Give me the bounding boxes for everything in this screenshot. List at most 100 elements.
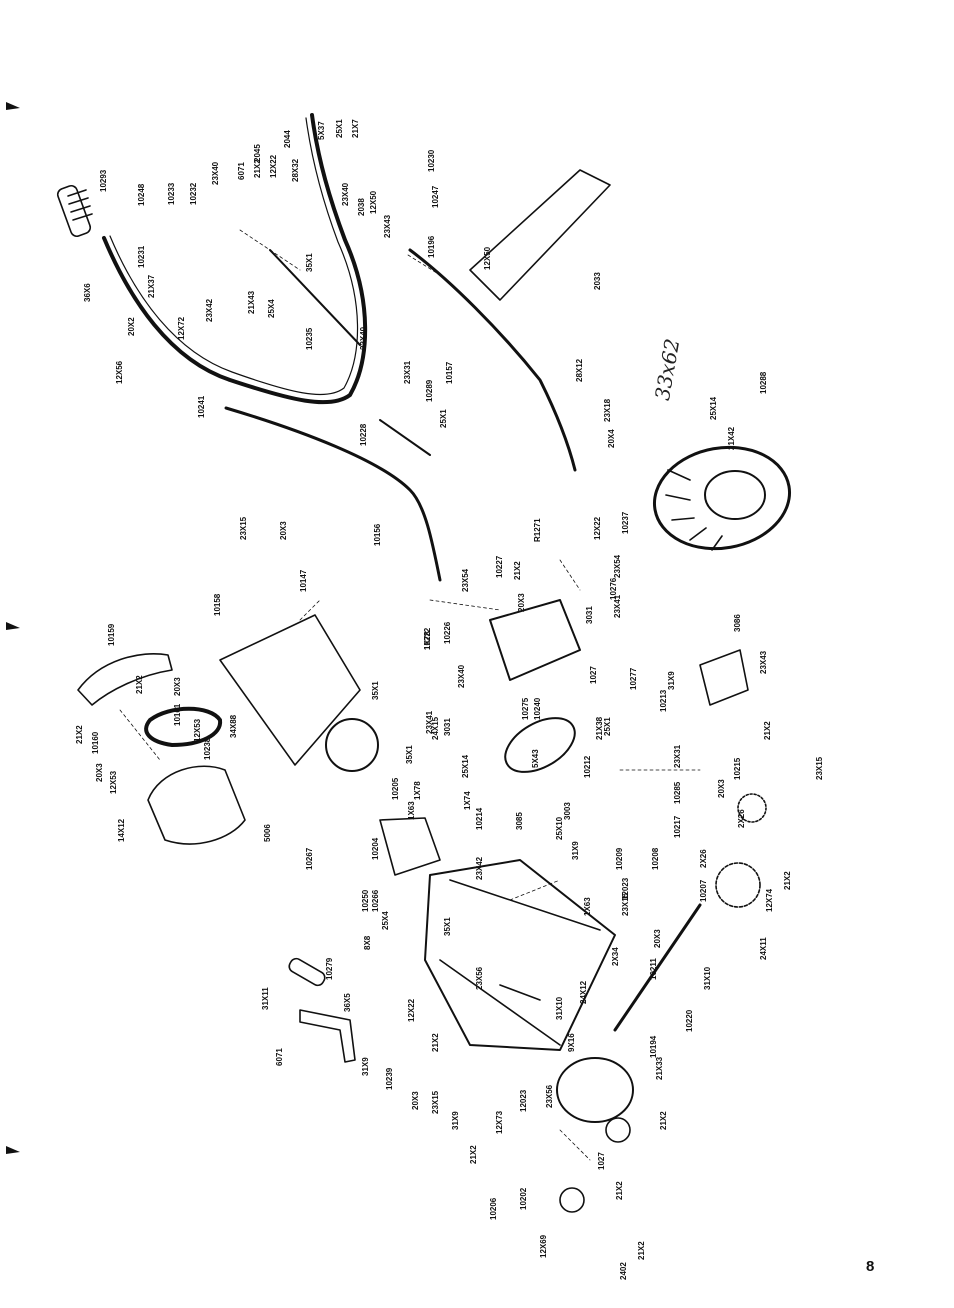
part-number-label: 10205 <box>391 777 400 800</box>
part-number-label: 10207 <box>699 879 708 902</box>
bottom-pulley <box>556 1057 634 1123</box>
drive-gear <box>715 862 761 908</box>
part-number-label: 10213 <box>659 689 668 712</box>
part-number-label: 10232 <box>189 182 198 205</box>
part-number-label: 31X9 <box>451 1111 460 1130</box>
part-number-label: 20X3 <box>95 763 104 782</box>
part-number-label: 24X11 <box>759 937 768 960</box>
part-number-label: 10277 <box>629 667 638 690</box>
part-number-label: 3085 <box>515 812 524 830</box>
page-number: 8 <box>866 1258 875 1275</box>
lever-grip <box>288 957 326 987</box>
part-number-label: 10237 <box>621 511 630 534</box>
part-number-label: 12X22 <box>407 998 416 1022</box>
part-number-label: 21X2 <box>253 159 262 178</box>
part-number-label: 10209 <box>615 847 624 870</box>
cover-plate <box>219 614 361 766</box>
bearing-disc <box>325 718 379 772</box>
part-number-label: 23X18 <box>603 398 612 422</box>
part-number-label: 5X43 <box>531 749 540 768</box>
part-number-label: 10247 <box>431 185 440 208</box>
part-number-label: 23X54 <box>613 554 622 578</box>
part-number-label: 12X22 <box>269 154 278 178</box>
part-number-label: 20X2 <box>127 317 136 336</box>
part-number-label: 10250 <box>361 889 370 912</box>
part-number-label: 10285 <box>673 781 682 804</box>
part-number-label: 35X1 <box>371 681 380 700</box>
part-number-label: 21X2 <box>469 1145 478 1164</box>
part-number-label: 35X1 <box>405 745 414 764</box>
part-number-label: 25X14 <box>709 396 718 420</box>
axle-shaft <box>613 903 702 1032</box>
part-number-label: 10215 <box>733 757 742 780</box>
part-number-label: 2044 <box>283 130 292 148</box>
part-number-label: 21X2 <box>431 1033 440 1052</box>
part-number-label: 10194 <box>649 1035 658 1058</box>
part-number-label: 10206 <box>489 1197 498 1220</box>
part-number-label: 1X63 <box>407 801 416 820</box>
part-number-label: 3003 <box>563 802 572 820</box>
part-number-label: 6071 <box>237 162 246 180</box>
part-number-label: 1X78 <box>413 781 422 800</box>
part-number-label: 24X15 <box>431 716 440 740</box>
part-number-label: 12X50 <box>483 246 492 270</box>
part-number-label: 23X40 <box>341 182 350 206</box>
part-number-label: 10233 <box>167 182 176 205</box>
part-number-label: 36X6 <box>83 283 92 302</box>
part-number-label: 28X12 <box>575 358 584 382</box>
part-number-label: 12023 <box>621 877 630 900</box>
part-number-label: 23X43 <box>383 214 392 238</box>
part-number-label: 25X1 <box>335 119 344 138</box>
part-number-label: 10275 <box>521 697 530 720</box>
control-rod <box>379 419 431 456</box>
part-number-label: 23X15 <box>431 1090 440 1114</box>
part-number-label: 23X54 <box>461 568 470 592</box>
part-number-label: 12X69 <box>539 1234 548 1258</box>
part-number-label: 21X2 <box>513 561 522 580</box>
part-number-label: 23X40 <box>359 326 368 350</box>
part-number-label: R1271 <box>533 518 542 542</box>
part-number-label: 1027 <box>597 1152 606 1170</box>
part-number-label: 23X42 <box>475 856 484 880</box>
part-number-label: 24X12 <box>579 980 588 1004</box>
part-number-label: 10217 <box>673 815 682 838</box>
part-number-label: 21X2 <box>783 871 792 890</box>
part-number-label: 21X43 <box>247 290 256 314</box>
part-number-label: 20X4 <box>607 429 616 448</box>
part-number-label: 10159 <box>107 623 116 646</box>
lever-handle <box>299 1009 356 1063</box>
part-number-label: 20X3 <box>517 593 526 612</box>
part-number-label: 20X3 <box>411 1091 420 1110</box>
part-number-label: 20X3 <box>717 779 726 798</box>
part-number-label: 21X33 <box>655 1056 664 1080</box>
part-number-label: 25X1 <box>603 717 612 736</box>
part-number-label: 31X9 <box>571 841 580 860</box>
wheel-tire <box>652 445 792 551</box>
part-number-label: 12X74 <box>765 888 774 912</box>
part-number-label: 12X22 <box>593 516 602 540</box>
part-number-label: 10288 <box>759 371 768 394</box>
part-number-label: 34X88 <box>229 714 238 738</box>
part-number-label: 31X10 <box>555 996 564 1020</box>
part-number-label: 23X31 <box>673 744 682 768</box>
part-number-label: 23X15 <box>815 756 824 780</box>
part-number-label: 10160 <box>91 731 100 754</box>
part-number-label: 35X1 <box>305 253 314 272</box>
part-number-label: 12X73 <box>495 1110 504 1134</box>
part-number-label: 2033 <box>593 272 602 290</box>
part-number-label: 25X10 <box>555 816 564 840</box>
part-number-label: 10267 <box>305 847 314 870</box>
right-handle-tube <box>408 248 577 472</box>
part-number-label: 2X26 <box>699 849 708 868</box>
part-number-label: 31X9 <box>361 1057 370 1076</box>
part-number-label: 9X16 <box>567 1033 576 1052</box>
part-number-label: 10240 <box>533 697 542 720</box>
part-number-label: 10158 <box>213 593 222 616</box>
part-number-label: 10161 <box>173 703 182 726</box>
part-number-label: 21X2 <box>135 675 144 694</box>
part-number-label: 3086 <box>733 614 742 632</box>
part-number-label: 20X3 <box>653 929 662 948</box>
part-number-label: 2X26 <box>737 809 746 828</box>
